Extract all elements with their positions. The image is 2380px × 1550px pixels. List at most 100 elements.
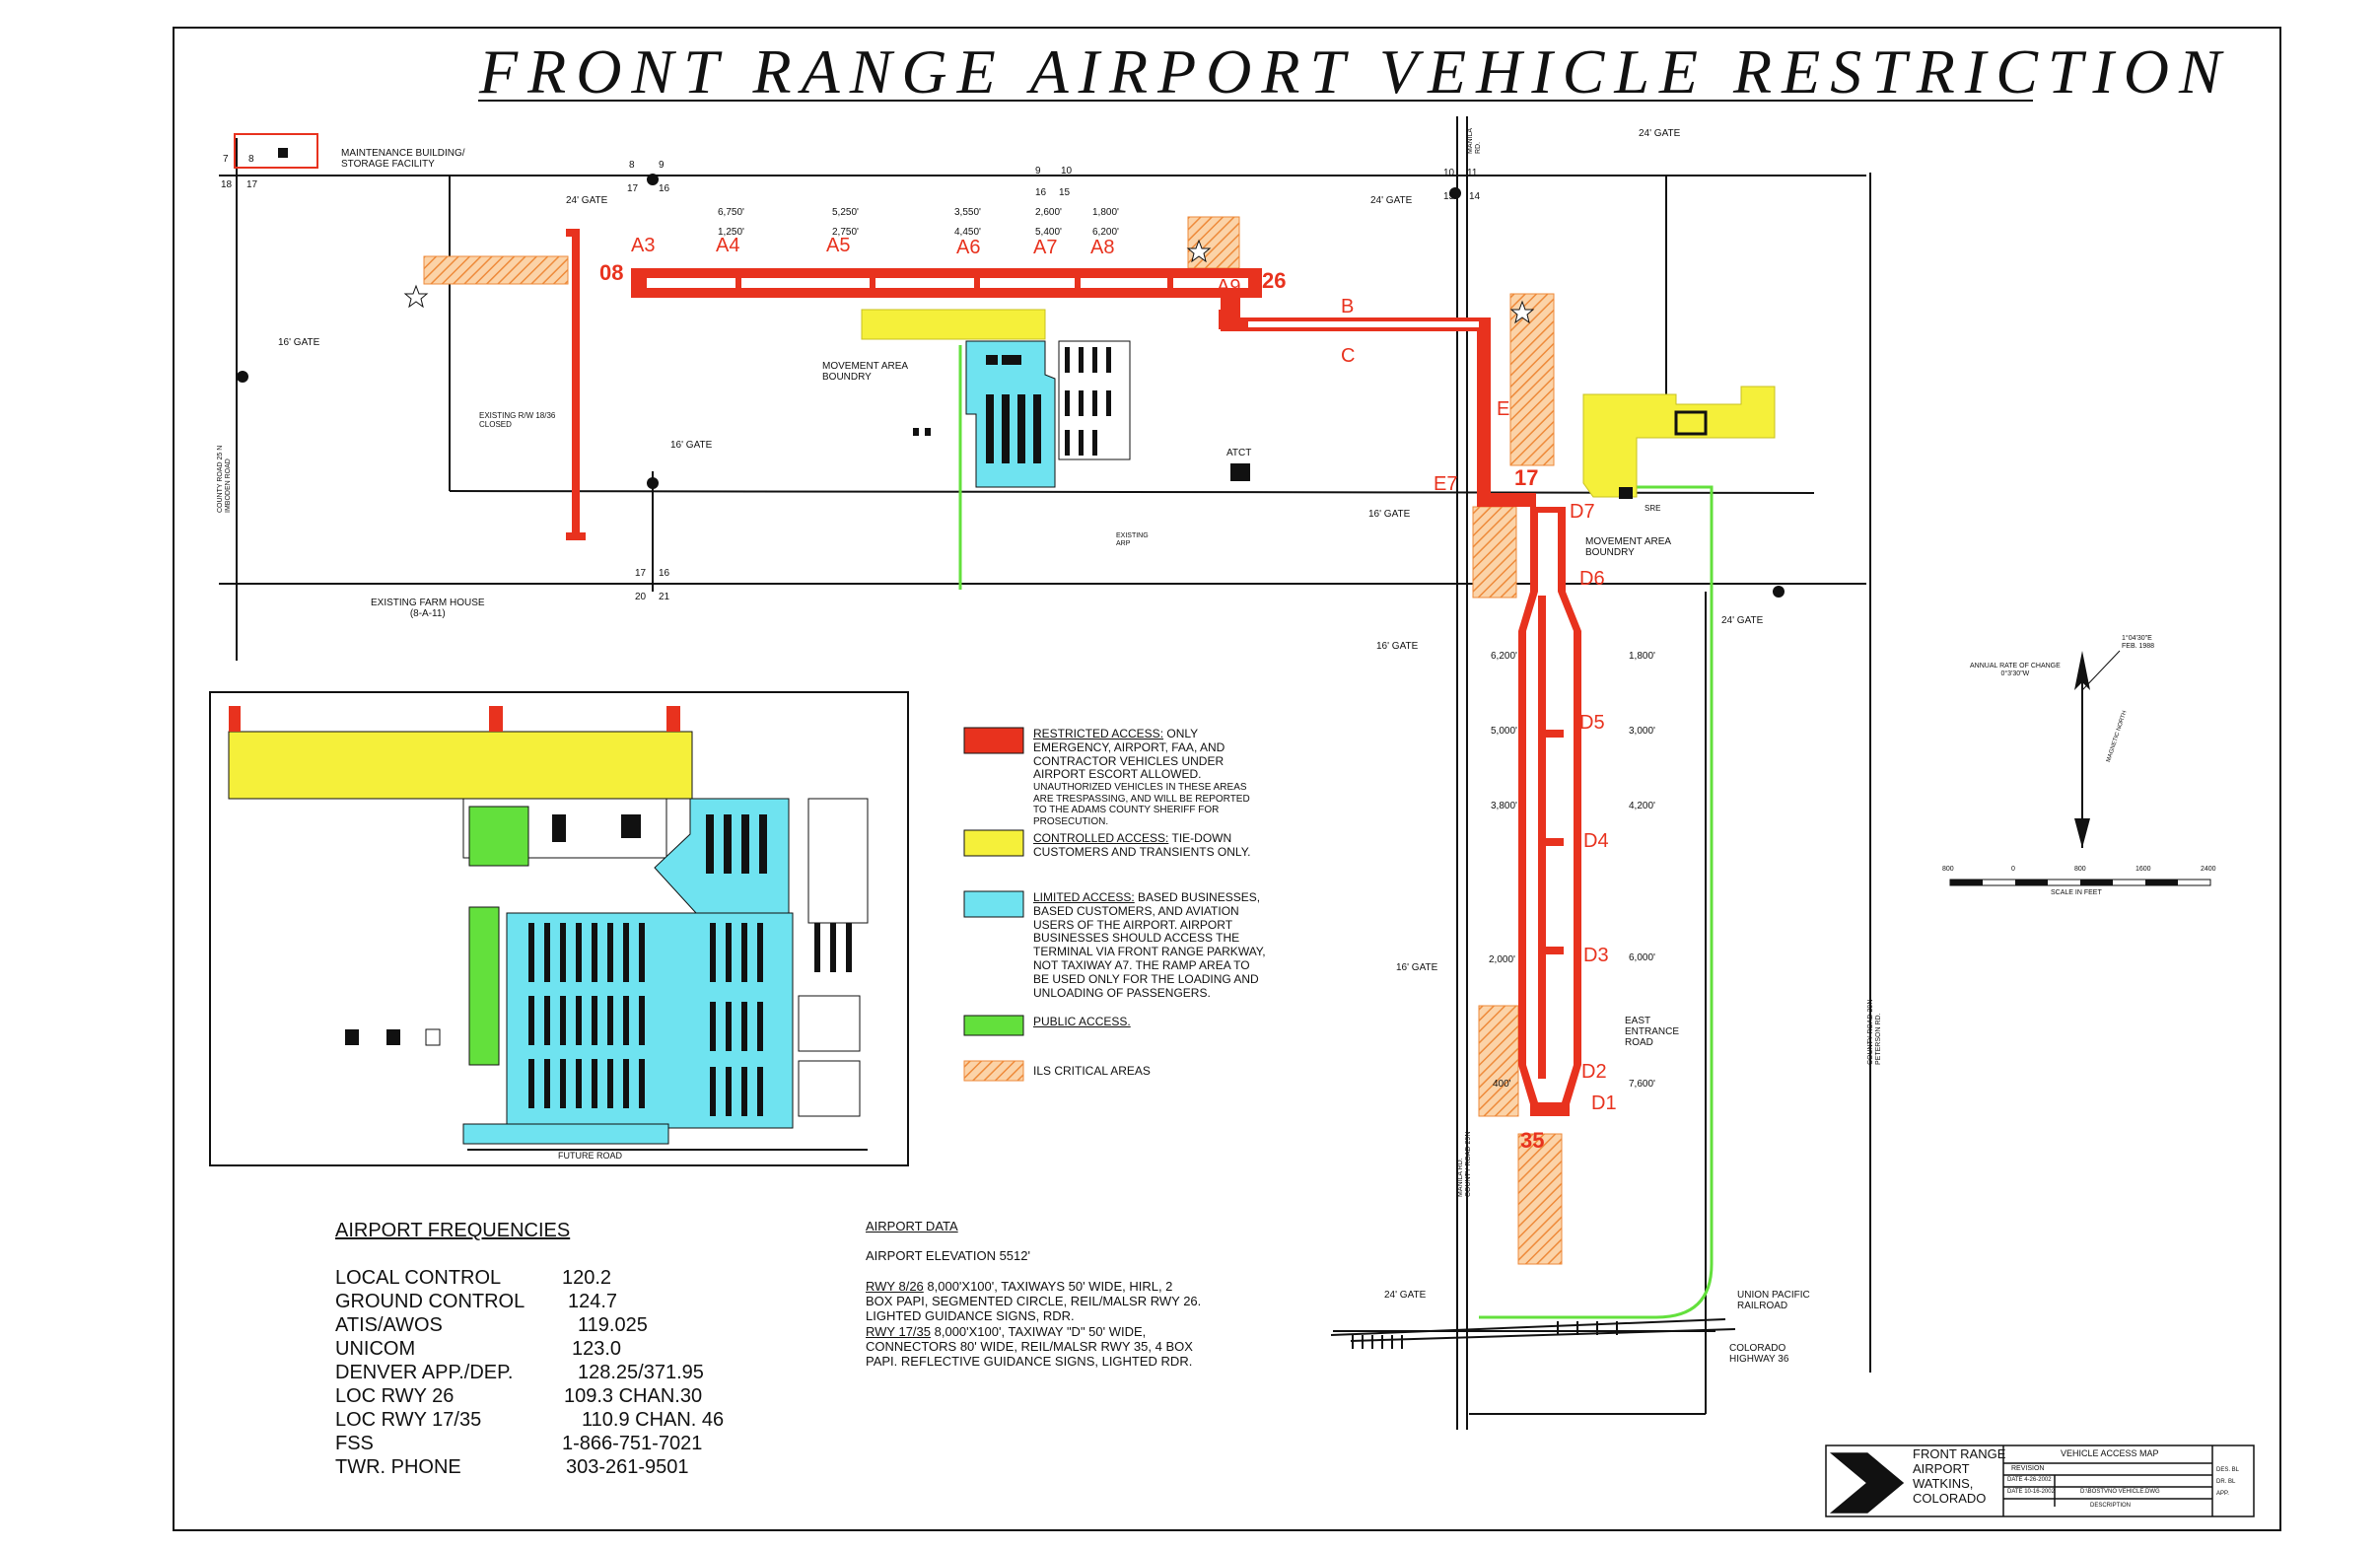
gate-label: 16' GATE: [670, 440, 713, 451]
gate-label: 24' GATE: [1639, 128, 1681, 139]
title-block-name: FRONT RANGE AIRPORT WATKINS, COLORADO: [1913, 1446, 2006, 1506]
scale-bar: [1949, 879, 2211, 886]
frequency-name: UNICOM: [335, 1338, 416, 1360]
legend-controlled-head: CONTROLLED ACCESS:: [1033, 831, 1169, 845]
legend-swatches: [963, 727, 1024, 1082]
taxiway-D4: D4: [1583, 830, 1609, 852]
rwy1735-text: 8,000'X100', TAXIWAY "D" 50' WIDE, CONNE…: [866, 1324, 1193, 1369]
legend-swatch-restricted: [963, 727, 1024, 754]
section-number: 10: [1443, 168, 1455, 178]
atct-label: ATCT: [1226, 448, 1252, 458]
legend-public: PUBLIC ACCESS.: [1033, 1015, 1131, 1029]
distance-label: 4,450': [954, 227, 981, 238]
ramp-building: [1674, 410, 1708, 436]
runway-17-label: 17: [1514, 465, 1539, 490]
railroad-ticks: [1352, 1321, 1618, 1349]
scale-tick: 2400: [2201, 866, 2216, 873]
taxiway-A5: A5: [826, 235, 851, 256]
taxiway-A4: A4: [716, 235, 740, 256]
scale-caption: SCALE IN FEET: [2051, 889, 2102, 896]
restricted-area-rw1735: [1518, 507, 1581, 1116]
distance-label: 1,800': [1629, 651, 1655, 662]
section-number: 17: [635, 568, 647, 579]
gate-label: 24' GATE: [1370, 195, 1413, 206]
section-number: 17: [246, 179, 258, 190]
arp-label: EXISTING ARP: [1116, 532, 1149, 547]
declination-label: 1°04'30"E FEB. 1988: [2122, 635, 2155, 650]
taxiway-A8: A8: [1090, 237, 1115, 258]
distance-label: 6,000': [1629, 952, 1655, 963]
legend-limited: LIMITED ACCESS: BASED BUSINESSES, BASED …: [1033, 890, 1266, 1000]
distance-label: 3,800': [1491, 801, 1517, 811]
taxiway-E: E: [1497, 398, 1510, 420]
union-pacific-label: UNION PACIFIC RAILROAD: [1737, 1290, 1810, 1311]
distance-label: 3,000': [1629, 726, 1655, 737]
maintenance-building-outline: [234, 133, 318, 169]
title-block-description: DESCRIPTION: [2090, 1503, 2132, 1509]
frequency-row: DENVER APP./DEP.128.25/371.95: [335, 1361, 724, 1384]
frequency-name: ATIS/AWOS: [335, 1314, 443, 1336]
section-number: 16: [659, 568, 670, 579]
airport-elevation: AIRPORT ELEVATION 5512': [866, 1248, 1030, 1263]
annual-rate-label: ANNUAL RATE OF CHANGE 0°3'30"W: [1970, 663, 2061, 677]
movement-area-label: MOVEMENT AREA BOUNDRY: [1585, 536, 1672, 558]
section-number: 16: [1035, 187, 1047, 198]
county-road-right-label: COUNTY ROAD 29N PETERSON RD.: [1867, 999, 1882, 1065]
gate-label: 24' GATE: [1721, 615, 1764, 626]
gate-label: 16' GATE: [1376, 641, 1419, 652]
frequency-value: 123.0: [572, 1338, 622, 1360]
ils-critical-areas: [423, 216, 1563, 1265]
distance-label: 6,750': [718, 207, 744, 218]
frequency-value: 124.7: [568, 1291, 618, 1312]
closed-runway-label: EXISTING R/W 18/36 CLOSED: [479, 411, 556, 429]
taxiway-D3: D3: [1583, 945, 1609, 966]
title-block-dr: DR. BL: [2216, 1479, 2236, 1485]
runway-826-centre: [647, 278, 1479, 327]
distance-label: 7,600': [1629, 1079, 1655, 1090]
distance-label: 1,800': [1092, 207, 1119, 218]
frequency-value: 120.2: [562, 1267, 612, 1289]
distance-label: 3,550': [954, 207, 981, 218]
star-markers: [403, 239, 1535, 324]
taxiway-A9: A9: [1217, 276, 1241, 298]
gate-label: 16' GATE: [278, 337, 320, 348]
farm-house-label: EXISTING FARM HOUSE (8-A-11): [371, 598, 485, 619]
legend-swatch-public: [963, 1015, 1024, 1036]
title-block: [1825, 1444, 2255, 1517]
airport-data-rwy826: RWY 8/26 8,000'X100', TAXIWAYS 50' WIDE,…: [866, 1264, 1201, 1323]
distance-label: 5,000': [1491, 726, 1517, 737]
frequencies-heading: AIRPORT FREQUENCIES: [335, 1220, 571, 1241]
distance-label: 5,250': [832, 207, 859, 218]
section-number: 18: [221, 179, 233, 190]
scale-tick: 800: [2074, 866, 2086, 873]
taxiway-D1: D1: [1591, 1092, 1617, 1114]
section-number: 21: [659, 592, 670, 602]
runway-08-label: 08: [599, 260, 624, 285]
section-number: 9: [659, 160, 665, 171]
title-block-des: DES. BL: [2216, 1467, 2240, 1473]
frequency-value: 128.25/371.95: [578, 1362, 704, 1383]
rwy826-head: RWY 8/26: [866, 1279, 924, 1294]
title-block-file: D:\BOSTVNO VEHICLE.DWG: [2080, 1489, 2160, 1495]
taxiway-C: C: [1341, 345, 1356, 367]
distance-label: 4,200': [1629, 801, 1655, 811]
runway-26-label: 26: [1262, 268, 1287, 293]
legend-controlled: CONTROLLED ACCESS: TIE-DOWN CUSTOMERS AN…: [1033, 831, 1270, 860]
scale-tick: 1600: [2135, 866, 2151, 873]
legend-public-head: PUBLIC ACCESS.: [1033, 1015, 1131, 1028]
distance-label: 2,600': [1035, 207, 1062, 218]
distance-label: 6,200': [1491, 651, 1517, 662]
distance-label: 2,000': [1489, 954, 1515, 965]
frequency-name: LOC RWY 17/35: [335, 1409, 482, 1431]
public-access-road: [1479, 485, 1714, 1319]
frequency-name: LOC RWY 26: [335, 1385, 455, 1407]
manila-road-bottom-label: MANILA RD. COUNTY ROAD 29N: [1457, 1131, 1472, 1197]
taxiway-D5: D5: [1579, 712, 1605, 734]
